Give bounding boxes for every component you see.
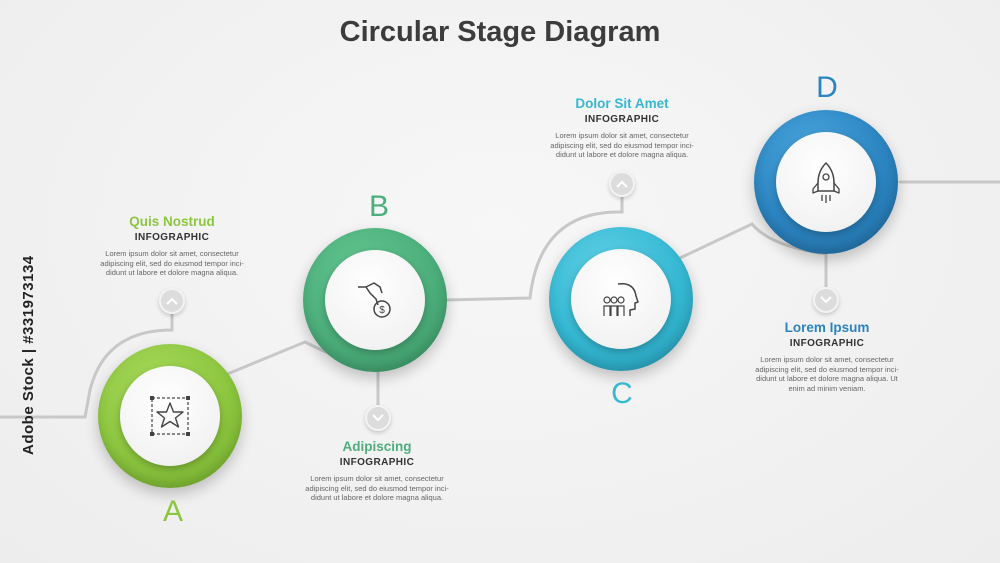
stage-d-down-node[interactable] [813,287,839,313]
connector-b-c [443,183,624,302]
star-icon [150,396,190,436]
stage-a-body: Lorem ipsum dolor sit amet, consectetur … [100,249,244,277]
rocket-icon [812,162,840,203]
stage-b-center: $ [325,250,425,350]
chevron-up-icon [166,297,178,305]
stage-a-sub: INFOGRAPHIC [134,232,210,243]
stage-a-up-node[interactable] [159,288,185,314]
stage-d-body: Lorem ipsum dolor sit amet, consectetur … [755,355,899,393]
stage-d-text: Lorem Ipsum INFOGRAPHIC Lorem ipsum dolo… [752,320,902,393]
stage-c-letter: C [611,377,633,410]
stage-a-center [120,366,220,466]
stage-b-letter: B [368,190,389,223]
hand-coin-icon: $ [358,282,391,318]
stage-d-heading: Lorem Ipsum [784,320,870,335]
stage-c-heading: Dolor Sit Amet [575,96,669,111]
team-head-icon [603,283,639,316]
stage-d-letter: D [816,71,838,104]
svg-text:$: $ [379,305,385,316]
stage-c-center [571,249,671,349]
stage-d-sub: INFOGRAPHIC [789,338,865,349]
stage-c-body: Lorem ipsum dolor sit amet, consectetur … [550,131,694,159]
chevron-down-icon [820,296,832,304]
stage-c-text: Dolor Sit Amet INFOGRAPHIC Lorem ipsum d… [547,96,697,160]
chevron-up-icon [616,180,628,188]
stage-a-letter: A [162,495,183,528]
stage-a-heading: Quis Nostrud [129,214,215,229]
chevron-down-icon [372,414,384,422]
stage-b-heading: Adipiscing [342,439,412,454]
watermark-side-text: Adobe Stock | #331973134 [20,255,37,455]
stage-b-text: Adipiscing INFOGRAPHIC Lorem ipsum dolor… [302,439,452,503]
stage-d-center [776,132,876,232]
stage-b-body: Lorem ipsum dolor sit amet, consectetur … [305,474,449,502]
stage-b-down-node[interactable] [365,405,391,431]
stage-a-text: Quis Nostrud INFOGRAPHIC Lorem ipsum dol… [97,214,247,278]
stage-b-sub: INFOGRAPHIC [339,457,415,468]
stage-c-up-node[interactable] [609,171,635,197]
stage-c-sub: INFOGRAPHIC [584,114,660,125]
page-title: Circular Stage Diagram [339,16,661,48]
connector-left [0,298,174,419]
